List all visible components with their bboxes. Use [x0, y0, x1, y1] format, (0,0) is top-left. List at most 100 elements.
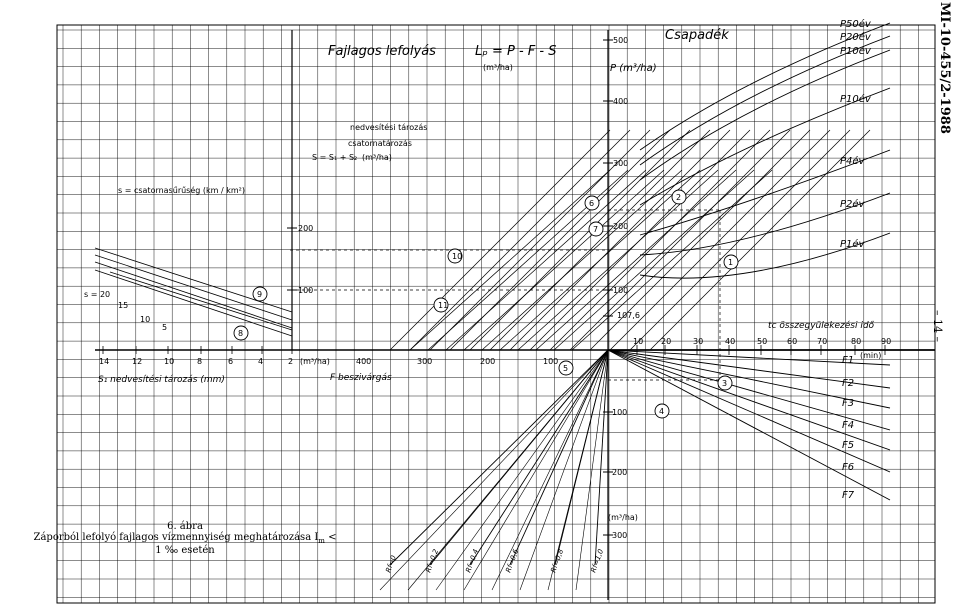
s1-tick-label: 4: [258, 357, 263, 366]
diag-line: [429, 129, 651, 351]
precip-tick-label: 400: [613, 97, 628, 106]
step-marker-label: 11: [438, 301, 448, 310]
density-label: s = csatornasűrűség (km / km²): [118, 185, 245, 195]
precip-curve-label: P10év: [840, 45, 872, 57]
infiltration-label: F5: [842, 440, 854, 451]
runoff-fan: [547, 349, 609, 591]
storage-tick-label: 100: [298, 286, 313, 295]
s-label: s = 20: [84, 290, 110, 299]
time-tick-label: 90: [881, 337, 891, 346]
f-tick-label: 200: [480, 357, 495, 366]
f-tick-label: 100: [543, 357, 558, 366]
diag-line: [489, 129, 711, 351]
step-marker-label: 2: [676, 193, 681, 202]
diag-line: [549, 129, 771, 351]
step-marker: [723, 254, 739, 270]
runoff-fan: [407, 349, 609, 591]
infiltration-line: [607, 349, 891, 451]
title-main: Fajlagos lefolyás: [328, 44, 436, 59]
diag-line: [409, 169, 611, 351]
density-line: [109, 271, 293, 331]
precip-tick-label: 100: [613, 286, 628, 295]
lower-tick-label: 300: [612, 531, 627, 540]
title-unit: (m³/ha): [483, 63, 513, 72]
step-marker-label: 6: [589, 199, 594, 208]
time-axis-label: tc összegyülekezési idő: [768, 320, 875, 331]
precip-tick-label: 300: [613, 159, 628, 168]
s1-tick-label: 14: [99, 357, 109, 366]
step-marker-label: 8: [238, 329, 243, 338]
storage-tick-label: 200: [298, 224, 313, 233]
step-marker-label: 1: [728, 258, 733, 267]
step-marker-label: 7: [593, 225, 598, 234]
infiltration-label: F6: [842, 462, 854, 473]
diag-line: [445, 169, 647, 351]
s1-tick-label: 12: [132, 357, 142, 366]
time-unit: (min): [860, 351, 881, 360]
step-marker-label: 5: [563, 364, 568, 373]
diag-line: [469, 129, 691, 351]
runoff-fan: [519, 349, 609, 591]
precip-curve-label: P10év: [840, 93, 872, 105]
diag-line: [463, 169, 665, 351]
s-label: 15: [118, 301, 128, 310]
step-marker-label: 4: [659, 407, 664, 416]
infiltration-line: [607, 349, 891, 431]
precip-curve-label: P1év: [840, 238, 866, 250]
runoff-fan: [463, 349, 609, 591]
density-line: [94, 269, 293, 337]
storage-unit: (m³/ha): [362, 153, 392, 162]
step-marker: [558, 360, 574, 376]
precip-curve: [639, 232, 891, 279]
step-marker-label: 3: [722, 379, 727, 388]
runoff-label: Rf=0: [384, 554, 398, 574]
step-marker: [588, 221, 604, 237]
step-marker: [252, 286, 268, 302]
diag-line: [649, 129, 871, 351]
diag-line: [571, 169, 773, 351]
time-tick-label: 40: [725, 337, 735, 346]
precip-curve: [639, 49, 891, 181]
step-marker-label: 9: [257, 290, 262, 299]
diag-line: [589, 129, 811, 351]
precip-axis-label: P (m³/ha): [610, 63, 657, 74]
f-tick-label: 300: [417, 357, 432, 366]
diag-line: [509, 129, 731, 351]
caption-line1: 6. ábra: [167, 521, 203, 532]
infiltration-label: F3: [842, 398, 854, 409]
precip-curve: [639, 192, 891, 256]
step-marker: [717, 375, 733, 391]
precip-curve-label: P2év: [840, 198, 866, 210]
s1-tick-label: 2: [288, 357, 293, 366]
lower-tick-label: 200: [612, 468, 627, 477]
infiltration-label: F1: [842, 355, 854, 366]
diag-line: [481, 169, 683, 351]
runoff-line: [509, 349, 609, 566]
diag-line: [569, 129, 791, 351]
diag-line: [535, 169, 737, 351]
step-marker: [654, 403, 670, 419]
lower-unit: (m³/ha): [608, 513, 638, 522]
marker-value: 107,6: [617, 311, 640, 320]
s1-tick-label: 6: [228, 357, 233, 366]
s-label: 5: [162, 323, 167, 332]
precip-curve: [639, 149, 891, 236]
s1-tick-label: 10: [164, 357, 174, 366]
precip-curve-label: P20év: [840, 31, 872, 43]
s1-tick-label: 8: [197, 357, 202, 366]
precip-curve: [639, 22, 891, 151]
s1-axis-label: S₁ nedvesítési tározás (mm): [98, 374, 225, 385]
title-formula: Lₚ = P - F - S: [475, 44, 556, 59]
diag-line: [409, 129, 631, 351]
infiltration-label: F2: [842, 378, 854, 389]
runoff-fan: [379, 349, 609, 591]
caption-line2: Záporból lefolyó fajlagos vízmennyiség m…: [33, 532, 337, 556]
storage-sub: csatornatározás: [348, 139, 412, 148]
figure-caption: 6. ábra Záporból lefolyó fajlagos vízmen…: [30, 521, 340, 556]
step-marker-label: 10: [452, 252, 462, 261]
lower-tick-label: 100: [612, 408, 627, 417]
page-number: – 14 –: [931, 310, 944, 342]
step-marker: [671, 189, 687, 205]
infiltration-line: [607, 349, 891, 473]
time-tick-label: 30: [693, 337, 703, 346]
